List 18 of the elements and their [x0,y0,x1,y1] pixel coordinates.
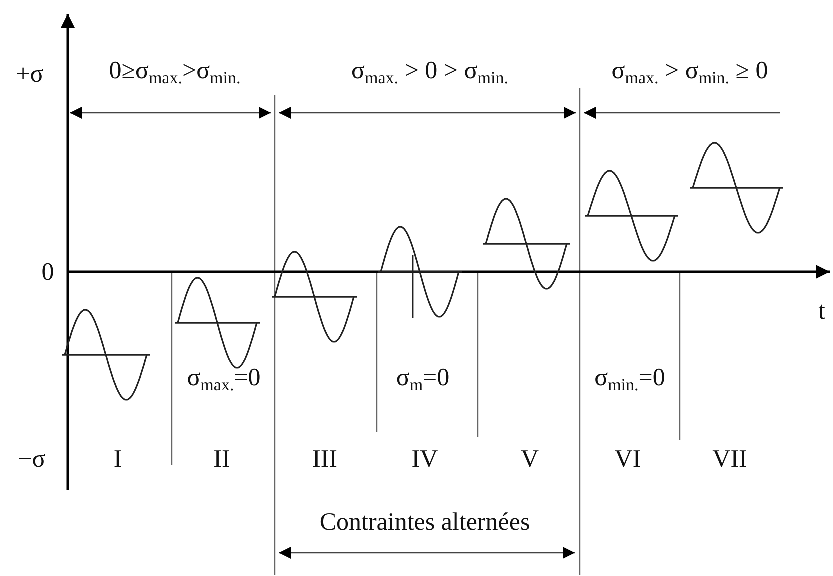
axis-label: t [818,298,826,326]
axis-label: −σ [18,446,46,474]
caption-text: Contraintes alternées [320,509,530,537]
region-number: I [114,446,122,474]
axis-label: 0 [42,259,54,287]
condition-label: 0≥σ$_{max.}$>σ$_{min.}$ [109,58,241,90]
region-number: V [520,446,540,474]
condition-label: σ$_{m}$=0 [396,364,450,396]
axis-label: +σ [16,61,44,89]
region-number: II [214,446,230,474]
condition-label: σ$_{max.}$ > σ$_{min.}$ ≥ 0 [612,58,768,90]
condition-label: σ$_{max.}$ > 0 > σ$_{min.}$ [352,58,508,90]
region-number: IV [412,446,438,474]
region-number: III [312,446,338,474]
condition-label: σ$_{max.}$=0 [187,364,261,396]
region-number: VII [712,446,748,474]
condition-label: σ$_{min.}$=0 [594,364,666,396]
region-number: VI [614,446,642,474]
